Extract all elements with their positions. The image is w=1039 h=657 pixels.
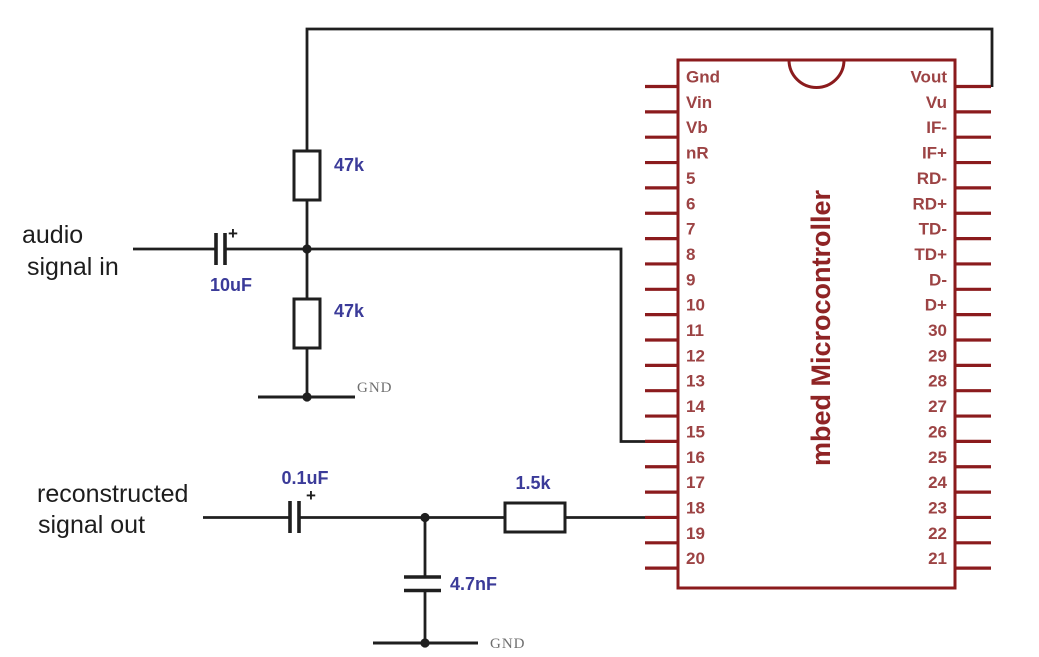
wire-audio-to-pin15 bbox=[225, 247, 653, 443]
pin-label-14: 14 bbox=[686, 397, 705, 416]
pin-label-7: 7 bbox=[686, 220, 695, 239]
pin-label-TD+: TD+ bbox=[914, 245, 947, 264]
pin-label-9: 9 bbox=[686, 270, 695, 289]
pin-label-Vu: Vu bbox=[926, 93, 947, 112]
signal-out-label-line2: signal out bbox=[38, 511, 145, 539]
gnd-label-top: GND bbox=[357, 380, 393, 396]
pin-label-RD-: RD- bbox=[917, 169, 947, 188]
signal-out-label-line1: reconstructed bbox=[37, 480, 188, 508]
pin-label-29: 29 bbox=[928, 346, 947, 365]
pin-label-28: 28 bbox=[928, 372, 947, 391]
pin-label-Vb: Vb bbox=[686, 118, 708, 137]
pin-label-15: 15 bbox=[686, 422, 705, 441]
audio-in-label-line1: audio bbox=[22, 221, 83, 249]
pin-label-Gnd: Gnd bbox=[686, 68, 720, 87]
text-labels: audio signal in reconstructed signal out… bbox=[22, 155, 551, 652]
pin-label-16: 16 bbox=[686, 448, 705, 467]
pin-label-22: 22 bbox=[928, 524, 947, 543]
plus-sign-input-cap: + bbox=[228, 224, 238, 243]
pin-label-25: 25 bbox=[928, 448, 947, 467]
pin-label-IF+: IF+ bbox=[922, 144, 947, 163]
pin-label-Vin: Vin bbox=[686, 93, 712, 112]
chip-title: mbed Microcontroller bbox=[806, 189, 836, 466]
capacitor-4-7nf-plates bbox=[404, 575, 441, 593]
resistor-1-5k bbox=[503, 501, 567, 534]
pin-label-21: 21 bbox=[928, 549, 947, 568]
wire-vout-loop bbox=[305, 27, 994, 152]
pin-label-TD-: TD- bbox=[919, 220, 947, 239]
pin-label-13: 13 bbox=[686, 372, 705, 391]
junction-audio-divider bbox=[302, 244, 312, 254]
pin-label-RD+: RD+ bbox=[913, 194, 948, 213]
plus-sign-output-cap: + bbox=[306, 486, 316, 505]
audio-in-label-line2: signal in bbox=[27, 253, 119, 281]
pin-label-12: 12 bbox=[686, 346, 705, 365]
value-0-1uf: 0.1uF bbox=[281, 468, 328, 488]
value-10uf: 10uF bbox=[210, 275, 252, 295]
pin-label-D-: D- bbox=[929, 270, 947, 289]
resistor-47k-top bbox=[292, 149, 322, 202]
value-47k-bottom: 47k bbox=[334, 301, 365, 321]
chip-notch bbox=[787, 59, 846, 89]
pin-label-19: 19 bbox=[686, 524, 705, 543]
pin-label-18: 18 bbox=[686, 498, 705, 517]
chip-body bbox=[676, 58, 957, 590]
pin-label-6: 6 bbox=[686, 194, 695, 213]
value-47k-top: 47k bbox=[334, 155, 365, 175]
pin-label-27: 27 bbox=[928, 397, 947, 416]
value-4-7nf: 4.7nF bbox=[450, 574, 497, 594]
junction-filter-gnd bbox=[420, 638, 430, 648]
gnd-label-bottom: GND bbox=[490, 636, 526, 652]
components bbox=[214, 149, 567, 648]
pin-label-Vout: Vout bbox=[910, 68, 947, 87]
pin-label-D+: D+ bbox=[925, 296, 947, 315]
pin-label-11: 11 bbox=[686, 321, 704, 340]
pin-label-20: 20 bbox=[686, 549, 705, 568]
pin-label-26: 26 bbox=[928, 422, 947, 441]
capacitor-0-1uf-plates bbox=[288, 501, 301, 533]
value-1-5k: 1.5k bbox=[515, 473, 551, 493]
pin-label-17: 17 bbox=[686, 473, 705, 492]
capacitor-10uf-plates bbox=[214, 233, 227, 265]
pin-label-23: 23 bbox=[928, 498, 947, 517]
junction-output-filter bbox=[420, 512, 430, 523]
junction-divider-gnd bbox=[302, 392, 312, 402]
pin-label-8: 8 bbox=[686, 245, 695, 264]
pin-label-10: 10 bbox=[686, 296, 705, 315]
pin-label-nR: nR bbox=[686, 144, 709, 163]
pin-label-30: 30 bbox=[928, 321, 947, 340]
pin-label-IF-: IF- bbox=[926, 118, 947, 137]
pin-label-5: 5 bbox=[686, 169, 695, 188]
pin-label-24: 24 bbox=[928, 473, 947, 492]
resistor-47k-bottom bbox=[292, 297, 322, 350]
